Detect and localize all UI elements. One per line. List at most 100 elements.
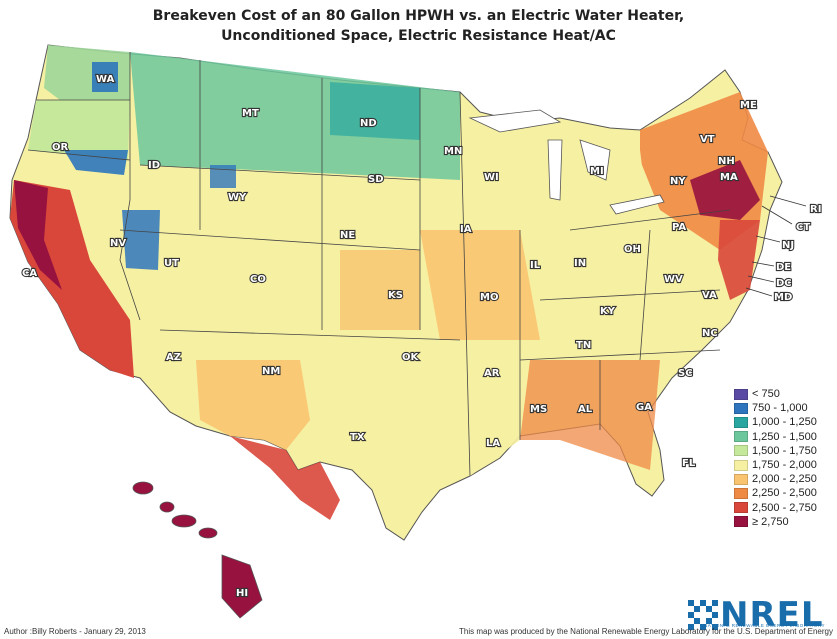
legend-label: 1,250 - 1,500 bbox=[752, 430, 817, 443]
legend-swatch bbox=[734, 516, 748, 528]
state-label-oh: OH bbox=[624, 244, 641, 255]
region-southeast-orange bbox=[520, 360, 660, 470]
region-oregon bbox=[28, 100, 130, 160]
state-label-ut: UT bbox=[164, 258, 179, 269]
legend-item: 2,000 - 2,250 bbox=[734, 472, 830, 486]
map-title: Breakeven Cost of an 80 Gallon HPWH vs. … bbox=[0, 6, 837, 46]
lake-erie bbox=[609, 194, 665, 215]
state-label-ks: KS bbox=[388, 290, 403, 301]
state-label-id: ID bbox=[148, 160, 160, 171]
legend-item: < 750 bbox=[734, 387, 830, 401]
nrel-logo-subtitle: NATIONAL RENEWABLE ENERGY LABORATORY bbox=[704, 623, 826, 628]
state-label-tn: TN bbox=[576, 340, 591, 351]
state-label-ny: NY bbox=[670, 176, 686, 187]
state-label-nv: NV bbox=[110, 238, 126, 249]
state-label-dc: DC bbox=[776, 278, 792, 289]
region-northern-plains bbox=[130, 52, 460, 180]
state-labels: WA MT ND MN ME OR ID SD WI MI VT NH NY M… bbox=[21, 73, 823, 600]
legend-item: 1,750 - 2,000 bbox=[734, 458, 830, 472]
state-label-mo: MO bbox=[480, 292, 498, 303]
legend-swatch bbox=[734, 487, 748, 499]
legend-label: ≥ 2,750 bbox=[752, 515, 789, 528]
region-wyoming-blue bbox=[210, 165, 236, 188]
region-texas-red bbox=[230, 436, 340, 520]
legend-swatch bbox=[734, 445, 748, 457]
state-label-fl: FL bbox=[682, 458, 696, 469]
legend-swatch bbox=[734, 502, 748, 514]
legend-item: 2,500 - 2,750 bbox=[734, 501, 830, 515]
hawaii-islands bbox=[132, 481, 263, 619]
legend-swatch bbox=[734, 402, 748, 414]
region-mid-atlantic-red bbox=[718, 220, 760, 300]
state-label-ne: NE bbox=[340, 230, 355, 241]
legend-label: 2,000 - 2,250 bbox=[752, 473, 817, 486]
legend-label: 2,500 - 2,750 bbox=[752, 501, 817, 514]
map-title-line-1: Breakeven Cost of an 80 Gallon HPWH vs. … bbox=[152, 8, 685, 24]
state-label-nm: NM bbox=[262, 366, 280, 377]
state-label-ky: KY bbox=[600, 306, 616, 317]
state-label-me: ME bbox=[740, 100, 757, 111]
legend-item: 2,250 - 2,500 bbox=[734, 486, 830, 500]
legend-label: 750 - 1,000 bbox=[752, 402, 808, 415]
state-label-ok: OK bbox=[402, 352, 420, 363]
state-label-ma: MA bbox=[720, 172, 738, 183]
state-label-sd: SD bbox=[368, 174, 384, 185]
map-title-line-2: Unconditioned Space, Electric Resistance… bbox=[221, 28, 616, 44]
legend-label: < 750 bbox=[752, 388, 780, 401]
legend-item: 1,500 - 1,750 bbox=[734, 444, 830, 458]
state-label-tx: TX bbox=[350, 432, 365, 443]
us-map: WA MT ND MN ME OR ID SD WI MI VT NH NY M… bbox=[9, 44, 823, 619]
state-label-la: LA bbox=[486, 438, 500, 449]
legend-label: 2,250 - 2,500 bbox=[752, 487, 817, 500]
region-oregon-blue bbox=[64, 150, 128, 175]
state-label-wv: WV bbox=[664, 274, 683, 285]
state-label-md: MD bbox=[774, 292, 792, 303]
legend-item: 1,000 - 1,250 bbox=[734, 415, 830, 429]
author-credit: Author :Billy Roberts - January 29, 2013 bbox=[4, 627, 146, 636]
state-label-ia: IA bbox=[460, 224, 472, 235]
production-credit: This map was produced by the National Re… bbox=[459, 627, 833, 636]
legend-item: 750 - 1,000 bbox=[734, 401, 830, 415]
state-label-ct: CT bbox=[796, 222, 810, 233]
state-label-de: DE bbox=[776, 262, 791, 273]
legend-label: 1,000 - 1,250 bbox=[752, 416, 817, 429]
state-label-vt: VT bbox=[700, 134, 715, 145]
state-label-in: IN bbox=[574, 258, 586, 269]
lake-superior bbox=[468, 109, 562, 133]
state-label-ri: RI bbox=[810, 204, 821, 215]
state-label-wy: WY bbox=[228, 192, 247, 203]
state-label-ga: GA bbox=[636, 402, 652, 413]
region-california-maroon bbox=[14, 180, 62, 290]
state-label-pa: PA bbox=[672, 222, 686, 233]
state-label-or: OR bbox=[52, 142, 69, 153]
state-label-mn: MN bbox=[444, 146, 462, 157]
state-label-nd: ND bbox=[360, 118, 377, 129]
state-label-ar: AR bbox=[484, 368, 500, 379]
state-label-va: VA bbox=[702, 290, 717, 301]
state-label-al: AL bbox=[578, 404, 593, 415]
region-southwest-orange bbox=[196, 360, 310, 450]
state-label-nh: NH bbox=[718, 156, 735, 167]
state-label-sc: SC bbox=[678, 368, 693, 379]
region-midwest-orange bbox=[420, 230, 540, 340]
legend-item: 1,250 - 1,500 bbox=[734, 430, 830, 444]
region-gulf-coast-yellow bbox=[430, 360, 520, 476]
lake-huron bbox=[579, 139, 611, 181]
state-leader-lines bbox=[745, 195, 807, 297]
state-label-hi: HI bbox=[236, 588, 248, 599]
region-nd-teal bbox=[330, 82, 420, 140]
nrel-logo: NREL bbox=[688, 598, 824, 632]
state-label-ms: MS bbox=[530, 404, 547, 415]
state-label-nc: NC bbox=[702, 328, 718, 339]
nrel-logo-mark-icon bbox=[688, 600, 718, 630]
state-label-il: IL bbox=[530, 260, 541, 271]
state-label-co: CO bbox=[250, 274, 266, 285]
lake-michigan bbox=[547, 139, 563, 201]
region-washington-blue bbox=[92, 62, 118, 92]
state-label-az: AZ bbox=[166, 352, 181, 363]
legend-swatch bbox=[734, 388, 748, 400]
state-label-wi: WI bbox=[484, 172, 499, 183]
legend-label: 1,750 - 2,000 bbox=[752, 459, 817, 472]
legend-label: 1,500 - 1,750 bbox=[752, 444, 817, 457]
state-boundaries bbox=[27, 52, 731, 477]
